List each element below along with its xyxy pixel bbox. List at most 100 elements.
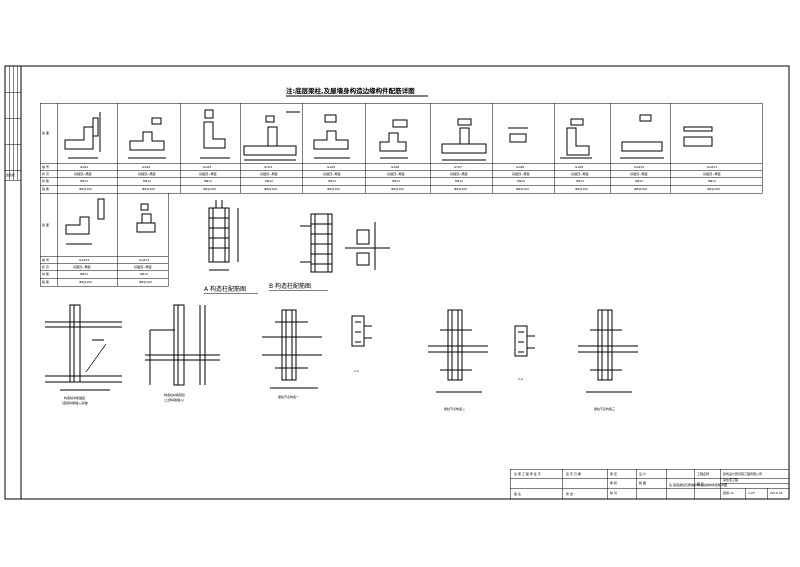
column-id: GAZ6 (391, 165, 399, 169)
row-label-id: 编 号 (42, 164, 49, 169)
stirrup-cell: Φ8@100 (139, 280, 152, 284)
elev-cell: 基础顶~屋面 (387, 171, 405, 176)
row-label-stirrup: 箍 筋 (42, 279, 49, 284)
tb-header: 签 字 日 期 (566, 471, 581, 476)
detail-5-caption: 梁柱节点构造三 (594, 406, 615, 411)
section-2-2 (514, 325, 535, 357)
elev-cell: 基础顶~屋面 (260, 171, 278, 176)
stirrup-cell: Φ8@100 (707, 187, 720, 191)
stirrup-cell: Φ8@100 (575, 187, 588, 191)
elev-cell: 基础顶~屋面 (199, 171, 217, 176)
detail-3-caption: 梁柱节点构造一 (278, 394, 299, 399)
row-label-stirrup: 箍 筋 (42, 186, 49, 191)
tb-cell: 1:25 (748, 491, 755, 495)
detail-1-subcaption: (首层纵筋锚入基础) (62, 400, 88, 405)
row-label-rebar: 纵 筋 (42, 178, 49, 183)
rebar-cell: 8Φ12 (328, 179, 336, 183)
tb-header: 注 册 工 程 师 签 字 (514, 471, 541, 476)
stirrup-cell: Φ8@100 (454, 187, 467, 191)
section-1-1 (351, 315, 372, 347)
stirrup-cell: Φ8@100 (142, 187, 155, 191)
elev-cell: 基础顶~屋面 (630, 171, 648, 176)
tb-drawing-name: 注:底层梁柱及屋墙身构造边缘构件配筋详图 (669, 482, 727, 487)
tb-project-label: 工程名称 (697, 471, 709, 476)
tb-drawing-label: 图 名 (697, 481, 704, 486)
stirrup-cell: Φ8@100 (79, 187, 92, 191)
elev-cell: 基础顶~屋面 (134, 264, 152, 269)
row-label-id: 编 号 (42, 257, 49, 262)
detail-1-caption: 构造柱纵筋锚固 (64, 395, 85, 400)
sheet-title: 注:底层梁柱,及屋墙身构造边缘构件配筋详图 (286, 86, 415, 95)
column-id: GAZ13 (139, 258, 149, 262)
detail-2-caption: 构造柱纵筋搭接 (164, 392, 185, 397)
rebar-cell: 8Φ12 (80, 179, 88, 183)
detail-2-lap (145, 304, 220, 386)
detail-4-caption: 梁柱节点构造二 (444, 406, 465, 411)
detail-a-caption: A 构造柱配筋图 (204, 285, 246, 293)
tb-project: 某住宅工程 (723, 477, 738, 482)
column-id: GAZ2 (142, 165, 150, 169)
schedule-row1-ids: GAZ1 GAZ2 GAZ3 GYZ4 GAZ5 GAZ6 GYZ7 GAZ8 … (80, 165, 717, 169)
tb-role: 审 核 (610, 480, 617, 485)
schedule-row1-labels: 截 面 编 号 标 高 纵 筋 箍 筋 (42, 130, 49, 191)
sheet-outer-border (4, 65, 790, 500)
tb-company: 建筑设计研究院工程有限公司 (723, 471, 762, 476)
column-id: GAZ10 (634, 165, 644, 169)
sheet-inner-border (20, 65, 790, 500)
tb-bottom-left: 修 改 (566, 491, 573, 496)
schedule-row1-values: 基础顶~屋面 基础顶~屋面 基础顶~屋面 基础顶~屋面 基础顶~屋面 基础顶~屋… (74, 171, 721, 191)
tb-role: 审 定 (610, 471, 617, 476)
row-label-elev: 标 高 (42, 264, 49, 269)
rebar-cell: 8Φ12 (708, 179, 716, 183)
detail-1-anchorage (45, 304, 122, 391)
column-id: GAZ9 (575, 165, 583, 169)
column-id: GAZ5 (327, 165, 335, 169)
binding-strip (5, 66, 21, 181)
column-id: GAZ1 (80, 165, 88, 169)
detail-b-column (300, 213, 390, 273)
elev-cell: 基础顶~屋面 (74, 171, 92, 176)
rebar-cell: 8Φ12 (265, 179, 273, 183)
stirrup-cell: Φ8@100 (79, 280, 92, 284)
column-id: GYZ7 (454, 165, 462, 169)
stirrup-cell: Φ8@100 (516, 187, 529, 191)
schedule-table-row2 (39, 192, 169, 287)
detail-b-caption: B 构造柱配筋图 (269, 282, 311, 290)
bottom-left-stamp (509, 487, 563, 500)
schedule-row2-text: 截 面 编 号 标 高 纵 筋 箍 筋 GAZ12 GAZ13 基础顶~屋面 基… (42, 222, 152, 284)
elev-cell: 基础顶~屋面 (138, 171, 156, 176)
tb-bottom-left: 备 注 (514, 491, 521, 496)
elev-cell: 基础顶~屋面 (323, 171, 341, 176)
rebar-cell: 8Φ12 (140, 272, 148, 276)
elev-cell: 基础顶~屋面 (73, 264, 91, 269)
detail-2-subcaption: (上部纵筋锚入) (164, 397, 184, 402)
rebar-cell: 8Φ12 (80, 272, 88, 276)
elev-cell: 基础顶~屋面 (512, 171, 530, 176)
tb-role: 校 对 (610, 490, 617, 495)
column-id: GAZ3 (203, 165, 211, 169)
elev-cell: 基础顶~屋面 (450, 171, 468, 176)
border-note: 会签栏 (6, 172, 15, 177)
tb-cell: 2012.03 (770, 491, 782, 495)
rebar-cell: 8Φ12 (517, 179, 525, 183)
tb-role: 制 图 (639, 480, 646, 485)
stirrup-cell: Φ8@100 (391, 187, 404, 191)
detail-5-joint (578, 309, 638, 393)
rebar-cell: 8Φ12 (455, 179, 463, 183)
rebar-cell: 8Φ12 (392, 179, 400, 183)
rebar-cell: 8Φ12 (576, 179, 584, 183)
elev-cell: 基础顶~屋面 (703, 171, 721, 176)
elev-cell: 基础顶~屋面 (571, 171, 589, 176)
stirrup-cell: Φ8@100 (264, 187, 277, 191)
tb-cell: 结施-11 (723, 490, 734, 495)
rebar-cell: 8Φ12 (635, 179, 643, 183)
column-id: GAZ12 (79, 258, 89, 262)
detail-4-joint (428, 309, 488, 393)
schedule-table-row1 (39, 102, 763, 194)
stirrup-cell: Φ8@100 (203, 187, 216, 191)
stirrup-cell: Φ8@100 (634, 187, 647, 191)
column-id: GAZ11 (707, 165, 717, 169)
section-1-1-label: 1-1 (354, 369, 359, 373)
section-sketches-row2 (65, 198, 156, 245)
